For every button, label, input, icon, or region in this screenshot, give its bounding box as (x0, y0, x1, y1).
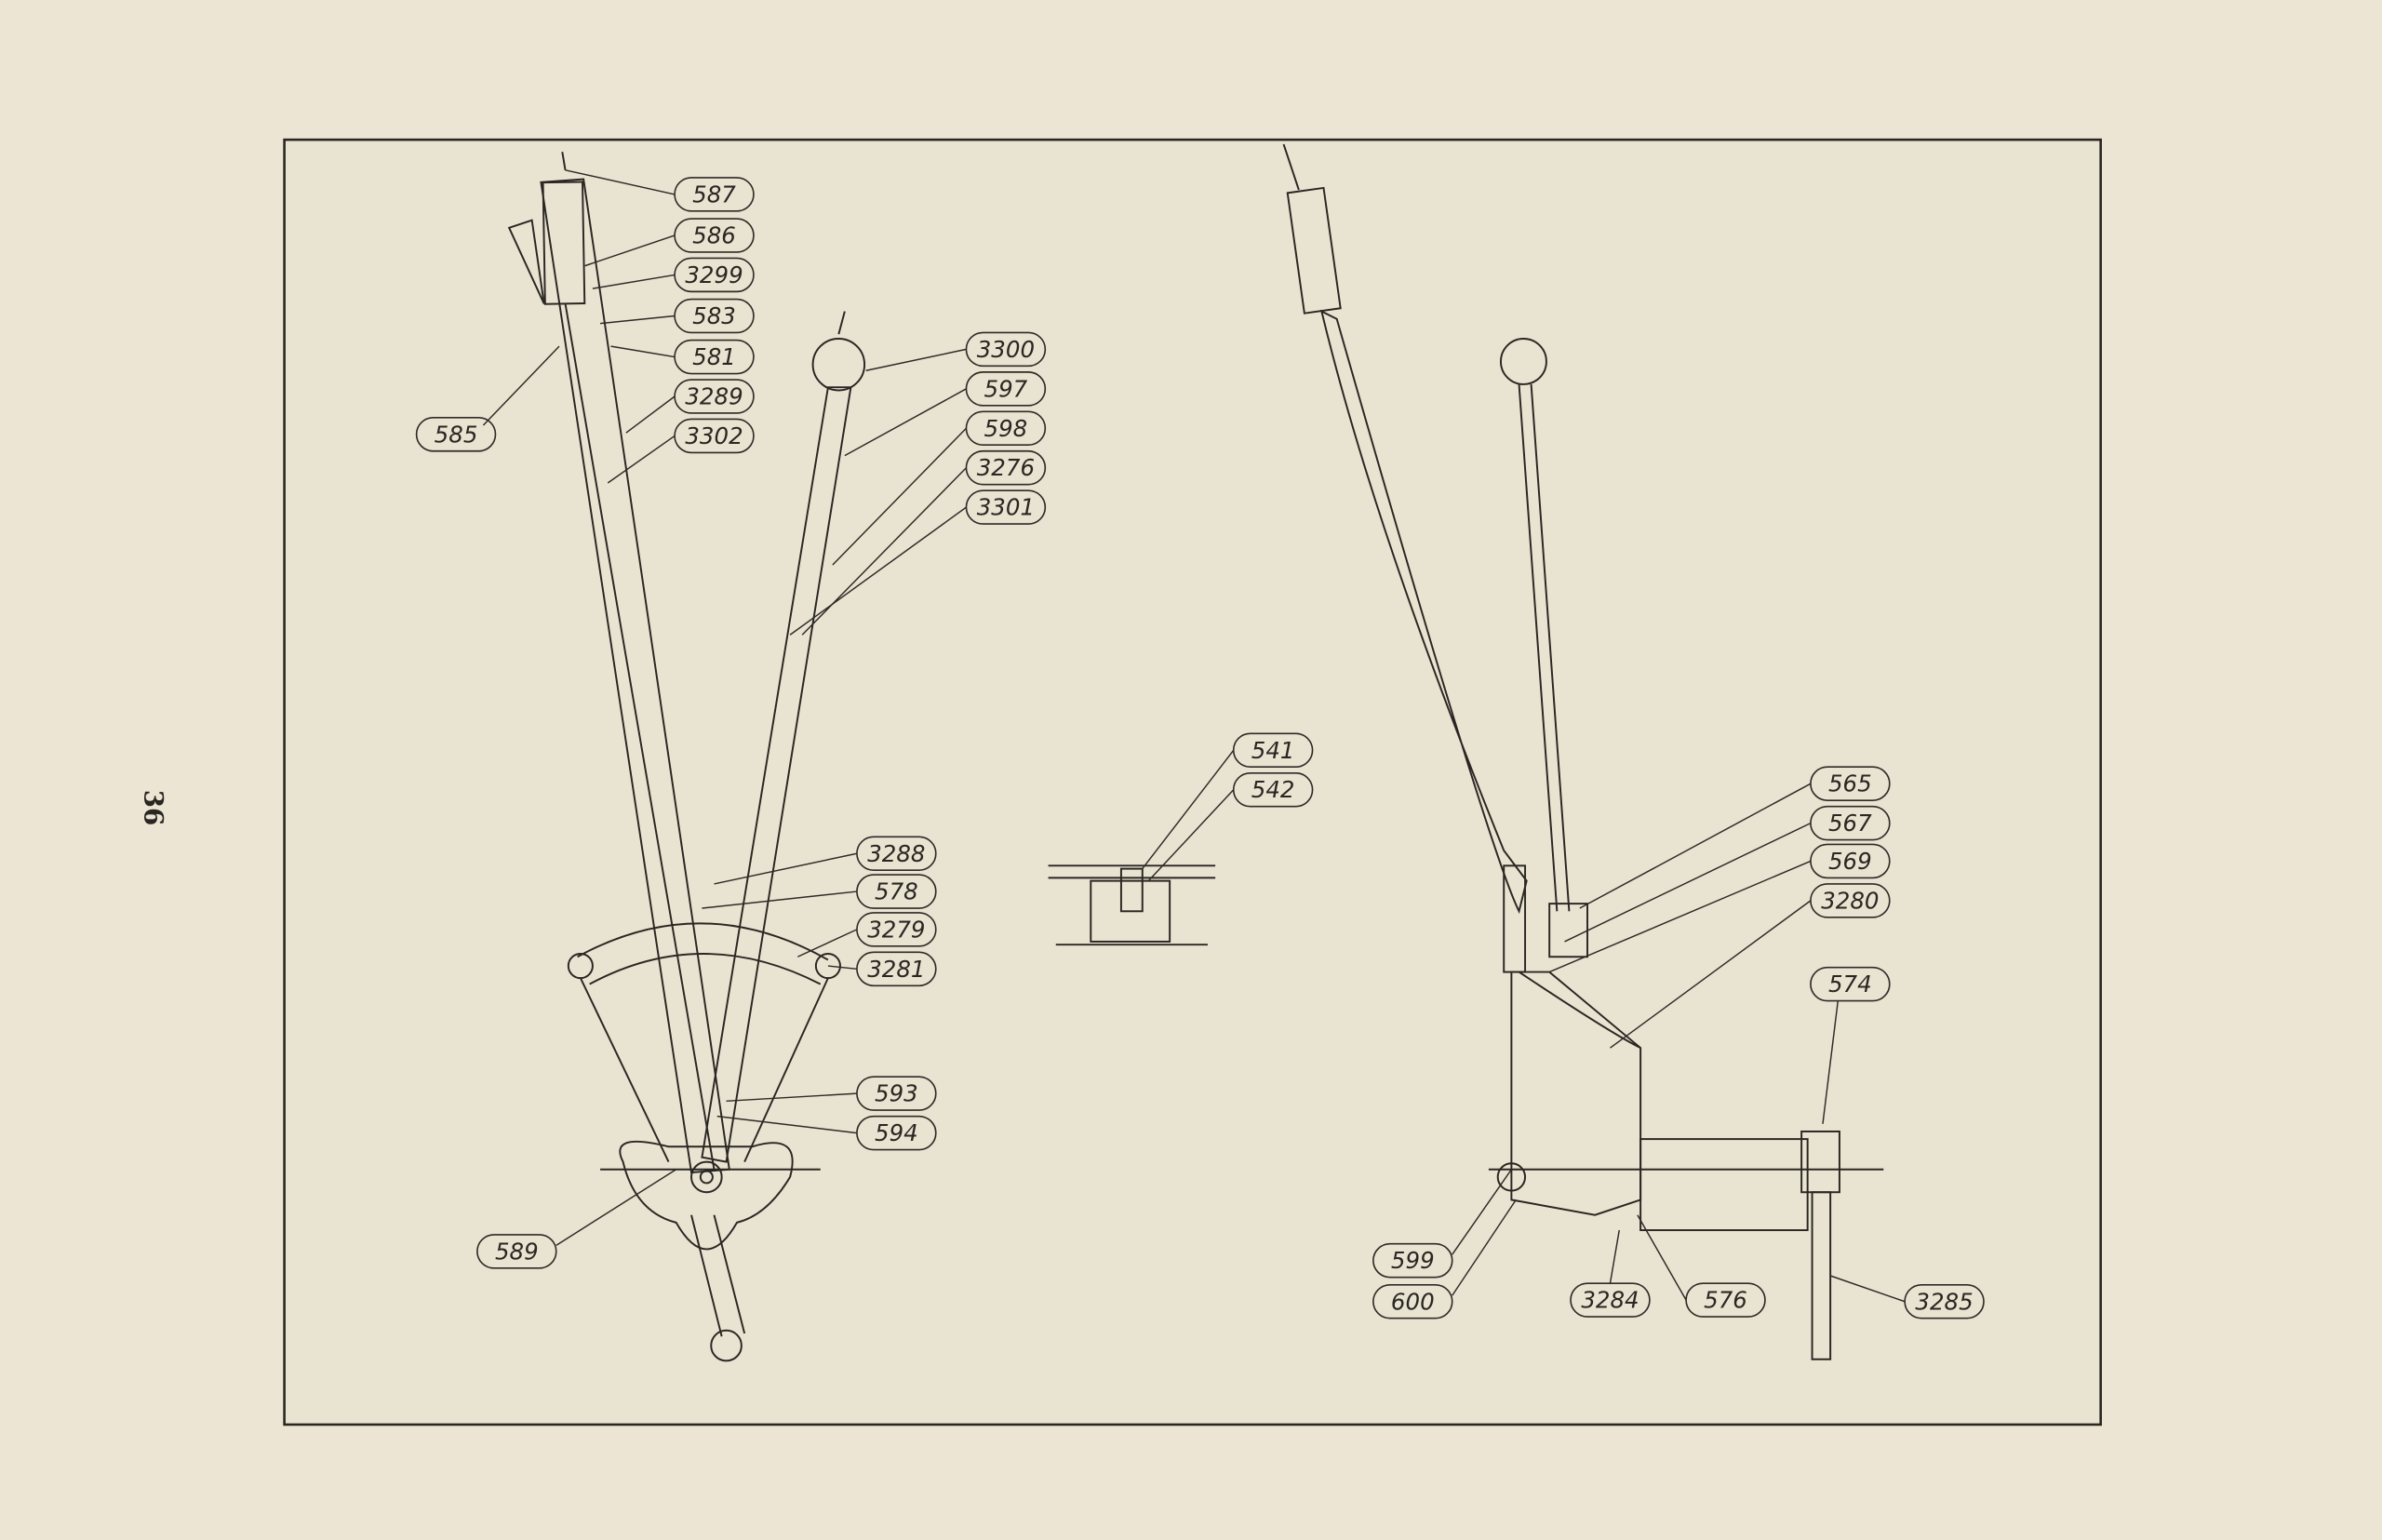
callout-text: 586 (692, 221, 736, 248)
callout-3301: 3301 (965, 489, 1047, 525)
callout-542: 542 (1232, 771, 1314, 808)
callout-3300: 3300 (965, 331, 1047, 368)
callout-587: 587 (674, 177, 755, 212)
callout-text: 569 (1828, 848, 1872, 875)
callout-text: 3299 (685, 261, 743, 288)
callout-text: 589 (495, 1238, 539, 1265)
callout-567: 567 (1810, 805, 1891, 841)
callout-text: 542 (1251, 776, 1295, 803)
callout-text: 585 (435, 421, 478, 448)
callout-3302: 3302 (674, 418, 755, 454)
hand-brake-lever-drawing (507, 152, 866, 1362)
callout-text: 574 (1828, 971, 1872, 998)
callout-589: 589 (476, 1234, 557, 1269)
callout-text: 3302 (685, 422, 743, 449)
callout-3285: 3285 (1904, 1283, 1985, 1319)
callout-text: 578 (875, 878, 918, 905)
callout-586: 586 (674, 218, 755, 253)
page-number: 36 (138, 790, 168, 826)
callout-598: 598 (965, 410, 1047, 447)
callout-text: 599 (1391, 1247, 1435, 1274)
callout-578: 578 (856, 874, 937, 909)
callout-576: 576 (1685, 1282, 1766, 1318)
callout-593: 593 (856, 1076, 937, 1111)
callout-3279: 3279 (856, 912, 937, 947)
callout-text: 3281 (867, 956, 925, 983)
callout-574: 574 (1810, 966, 1891, 1002)
callout-3299: 3299 (674, 257, 755, 293)
callout-text: 594 (875, 1119, 918, 1146)
callout-text: 3284 (1581, 1287, 1639, 1314)
callout-569: 569 (1810, 843, 1891, 879)
callout-600: 600 (1372, 1283, 1453, 1319)
callout-text: 598 (984, 415, 1028, 442)
callout-594: 594 (856, 1115, 937, 1151)
leader-lines (482, 169, 1906, 1303)
callout-581: 581 (674, 339, 755, 375)
callout-text: 3301 (977, 494, 1035, 521)
callout-3284: 3284 (1570, 1282, 1651, 1318)
callout-text: 583 (692, 302, 736, 329)
callout-text: 3289 (685, 382, 743, 409)
callout-text: 3276 (977, 454, 1035, 481)
callout-text: 3300 (977, 336, 1035, 363)
callout-text: 587 (692, 181, 736, 208)
callout-597: 597 (965, 371, 1047, 407)
callout-541: 541 (1232, 732, 1314, 769)
plate-frame (283, 138, 2102, 1426)
callout-text: 3280 (1821, 887, 1879, 914)
callout-565: 565 (1810, 766, 1891, 801)
callout-text: 565 (1828, 770, 1872, 797)
callout-text: 3279 (867, 916, 925, 943)
detail-section-drawing (1048, 864, 1216, 946)
callout-text: 597 (984, 375, 1028, 402)
callout-text: 567 (1828, 810, 1872, 837)
callout-3281: 3281 (856, 951, 937, 987)
callout-text: 593 (875, 1080, 918, 1107)
callout-text: 600 (1391, 1288, 1435, 1315)
callout-585: 585 (415, 417, 497, 452)
callout-583: 583 (674, 298, 755, 334)
callout-3289: 3289 (674, 379, 755, 414)
callout-3288: 3288 (856, 836, 937, 872)
callout-3276: 3276 (965, 449, 1047, 486)
callout-text: 3288 (867, 840, 925, 867)
callout-3280: 3280 (1810, 883, 1891, 918)
callout-599: 599 (1372, 1242, 1453, 1279)
callout-text: 541 (1251, 737, 1295, 764)
callout-text: 576 (1704, 1287, 1747, 1314)
callout-text: 3285 (1915, 1288, 1973, 1315)
callout-text: 581 (692, 343, 736, 370)
